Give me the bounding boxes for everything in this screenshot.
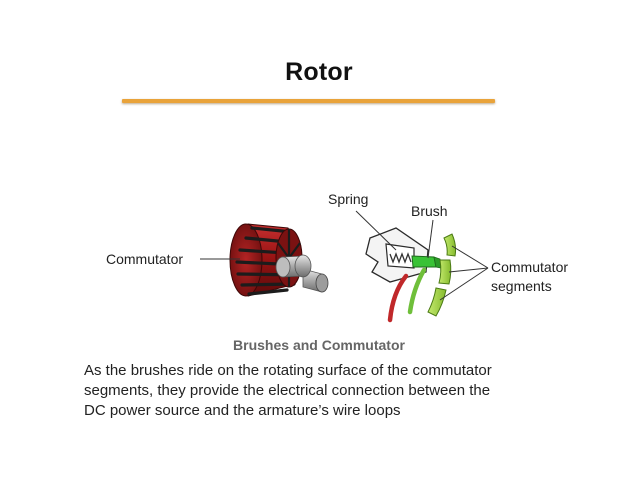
red-wire	[387, 273, 409, 323]
title-underline	[122, 99, 495, 103]
body-line: segments, they provide the electrical co…	[84, 382, 491, 399]
segments-label-line2: segments	[491, 278, 552, 294]
segments-label-line1: Commutator	[491, 259, 568, 275]
segments-leader-lines	[439, 245, 489, 301]
brush-block	[411, 255, 442, 269]
page-title: Rotor	[285, 58, 353, 86]
spring-coil	[389, 252, 412, 264]
body-line: DC power source and the armature’s wire …	[84, 402, 401, 419]
body-line: As the brushes ride on the rotating surf…	[84, 362, 492, 379]
commutator-shaft	[275, 254, 329, 293]
diagram-caption: Brushes and Commutator	[233, 337, 405, 353]
commutator-segments	[427, 233, 457, 317]
spring-leader-line	[355, 210, 397, 251]
body-paragraph: As the brushes ride on the rotating surf…	[84, 361, 604, 421]
spring-label: Spring	[328, 191, 368, 207]
brush-leader-line	[427, 219, 434, 259]
green-wire	[407, 267, 427, 315]
commutator-label: Commutator	[106, 251, 183, 267]
brush-label: Brush	[411, 203, 448, 219]
